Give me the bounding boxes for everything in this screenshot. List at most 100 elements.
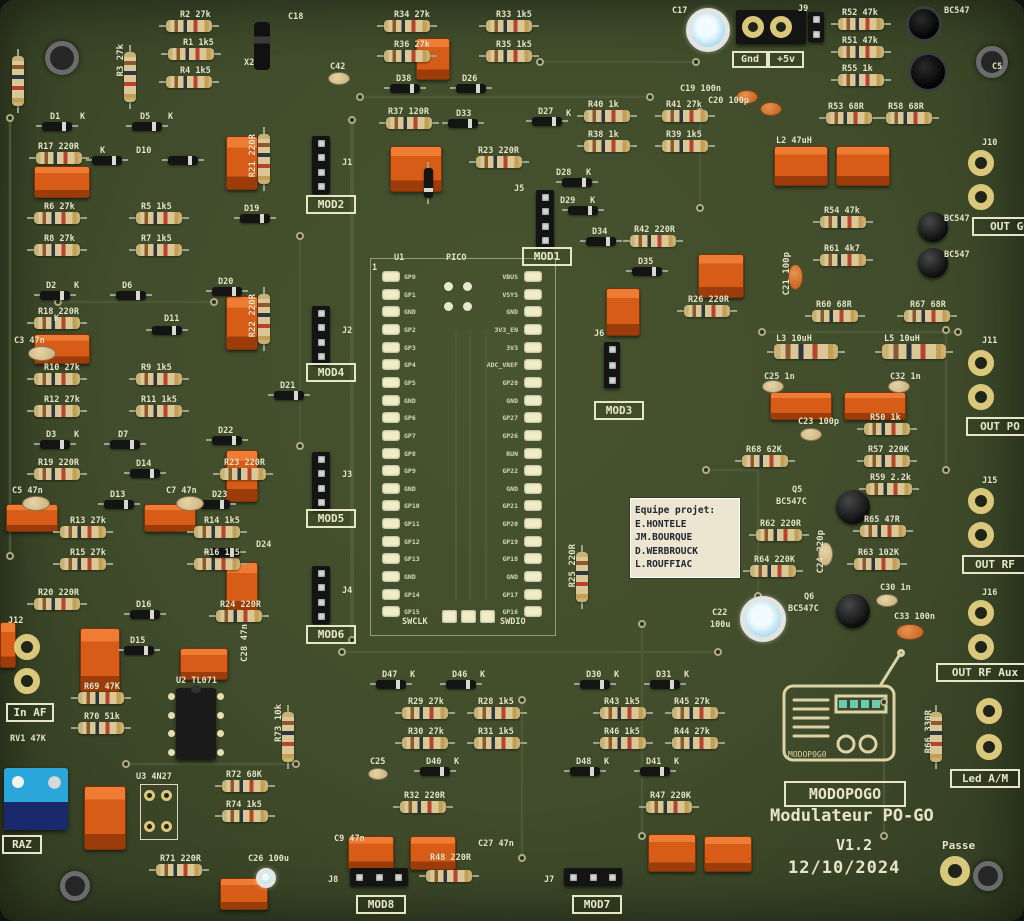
silkscreen-label: D15: [130, 636, 146, 646]
silkscreen-label: K: [80, 112, 86, 122]
via: [122, 760, 130, 768]
silkscreen-label: R44 27k: [674, 727, 710, 737]
header-pin: [608, 346, 616, 354]
silkscreen-label: R22 220R: [248, 294, 258, 338]
via: [758, 328, 766, 336]
diode: [212, 436, 242, 445]
silkscreen-label: R3 27k: [116, 44, 126, 77]
silkscreen-label: R12 27k: [44, 395, 80, 405]
capacitor-orange: [770, 392, 832, 420]
resistor: [474, 707, 520, 719]
silkscreen-label: J4: [342, 586, 353, 596]
pico-pad: [382, 571, 400, 583]
capacitor-disc: [22, 496, 50, 511]
diode: [586, 237, 616, 246]
pad: [968, 600, 994, 626]
silkscreen-boxed-label: OUT PO: [966, 417, 1024, 436]
pico-pad: [382, 394, 400, 406]
pico-pin-label: GP22: [502, 467, 518, 476]
resistor: [662, 140, 708, 152]
silkscreen-label: J7: [544, 875, 555, 885]
header-pin: [375, 873, 383, 881]
pad: [968, 488, 994, 514]
diode: [532, 117, 562, 126]
silkscreen-label: J5: [514, 184, 525, 194]
mounting-hole: [45, 41, 79, 75]
project-line: L.ROUFFIAC: [635, 559, 693, 570]
silkscreen-label: C23 100p: [798, 417, 839, 427]
pad: [968, 150, 994, 176]
diode: [210, 548, 240, 557]
trimmer-screw: [48, 776, 61, 789]
pico-pin-label: GP20: [502, 520, 518, 529]
silkscreen-label: R35 1k5: [496, 40, 532, 50]
silkscreen-label: R53 68R: [828, 102, 864, 112]
pico-pad: [524, 571, 542, 583]
resistor: [838, 18, 884, 30]
silkscreen-label: 1: [372, 263, 378, 273]
capacitor-disc: [888, 380, 910, 393]
silkscreen-label: D41: [646, 757, 662, 767]
silkscreen-boxed-label: MOD1: [522, 247, 572, 266]
via: [6, 114, 14, 122]
resistor: [194, 558, 240, 570]
silkscreen-label: C25 1n: [764, 372, 795, 382]
resistor: [168, 48, 214, 60]
silkscreen-label: R67 68R: [910, 300, 946, 310]
pad: [968, 522, 994, 548]
silkscreen-label: R73 10k: [274, 704, 284, 742]
silkscreen-label: R62 220R: [760, 519, 801, 529]
via: [210, 298, 218, 306]
via: [702, 466, 710, 474]
pico-pin-label: GND: [404, 308, 416, 317]
project-line: JM.BOURQUE: [635, 532, 693, 543]
opto-pad: [161, 821, 172, 832]
capacitor-orange: [704, 836, 752, 872]
pico-pad: [524, 535, 542, 547]
capacitor-disc: [818, 542, 833, 566]
pico-pin-label: GND: [506, 396, 518, 405]
header-pin: [812, 31, 820, 38]
resistor: [662, 110, 708, 122]
fiducial-dot: [444, 302, 453, 311]
swd-pad: [442, 610, 457, 623]
ic-pin-pad: [168, 693, 175, 700]
silkscreen-label: K: [614, 670, 620, 680]
pico-pad: [524, 323, 542, 335]
pad: [742, 16, 764, 38]
capacitor-orange: [34, 166, 90, 198]
silkscreen-label: K: [74, 430, 80, 440]
silkscreen-label: D23: [212, 490, 228, 500]
header-pin: [570, 873, 578, 881]
resistor: [756, 529, 802, 541]
silkscreen-label: K: [590, 196, 596, 206]
silkscreen-label: C9 47n: [334, 834, 365, 844]
silkscreen-label: R74 1k5: [226, 800, 262, 810]
silkscreen-label: D10: [136, 146, 152, 156]
silkscreen-label: K: [586, 168, 592, 178]
pin-header: [312, 136, 330, 194]
resistor: [864, 455, 910, 467]
silkscreen-label: R5 1k5: [141, 202, 172, 212]
pad: [968, 184, 994, 210]
silkscreen-label: R1 1k5: [183, 38, 214, 48]
silkscreen-label: R8 27k: [44, 234, 75, 244]
via: [518, 696, 526, 704]
capacitor-orange: [226, 136, 258, 190]
silkscreen-label: R25 220R: [568, 544, 578, 588]
trimmer-base: [4, 802, 68, 830]
pico-pin-label: GND: [506, 573, 518, 582]
resistor: [904, 310, 950, 322]
pico-pad: [382, 588, 400, 600]
transistor: [836, 594, 870, 628]
board-date: 12/10/2024: [788, 858, 901, 878]
ic-pin-pad: [168, 749, 175, 756]
silkscreen-label: R9 1k5: [141, 363, 172, 373]
header-pin: [541, 237, 549, 245]
silkscreen-label: Q6: [804, 592, 815, 602]
pico-pad: [382, 535, 400, 547]
resistor: [750, 565, 796, 577]
resistor: [136, 405, 182, 417]
silkscreen-label: R69 47K: [84, 682, 120, 692]
header-pin: [317, 499, 325, 507]
